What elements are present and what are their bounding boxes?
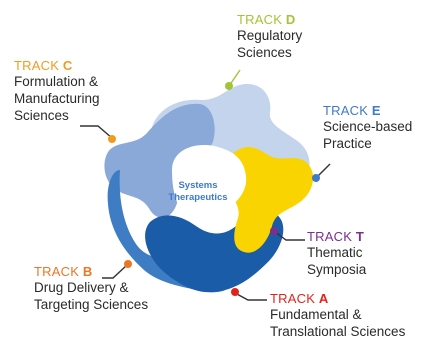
track-t-letter: T xyxy=(355,229,365,244)
center-label-line1: Systems xyxy=(178,180,218,191)
track-a-letter: A xyxy=(318,291,329,306)
track-a-keyword: TRACK xyxy=(270,291,316,306)
track-b-keyword: TRACK xyxy=(34,264,80,279)
connector-dot-t xyxy=(270,227,278,235)
connector-line-c xyxy=(80,125,113,139)
track-t-heading: TRACK T xyxy=(307,229,366,245)
center-label: Systems Therapeutics xyxy=(156,180,240,204)
track-a-heading: TRACK A xyxy=(270,291,405,307)
track-c-keyword: TRACK xyxy=(14,58,60,73)
track-a-name-line1: Fundamental & xyxy=(270,307,362,323)
connector-dot-a xyxy=(231,288,239,296)
track-d-name-line2: Sciences xyxy=(237,45,292,61)
connector-line-t xyxy=(273,230,305,241)
inner-hole xyxy=(172,145,247,222)
track-e-name-line1: Science-based xyxy=(323,119,413,135)
center-label-line2: Therapeutics xyxy=(168,191,228,203)
central-blob-shape xyxy=(104,84,314,293)
track-t-label: TRACK T Thematic Symposia xyxy=(307,229,366,279)
track-c-label: TRACK C Formulation & Manufacturing Scie… xyxy=(14,58,100,125)
track-t-keyword: TRACK xyxy=(307,229,353,244)
track-e-heading: TRACK E xyxy=(323,103,412,119)
track-e-letter: E xyxy=(371,103,381,118)
track-b-letter: B xyxy=(82,264,93,279)
track-d-letter: D xyxy=(285,12,296,27)
track-a-label: TRACK A Fundamental & Translational Scie… xyxy=(270,291,405,341)
track-c-name-line2: Manufacturing xyxy=(14,91,100,107)
track-e-label: TRACK E Science-based Practice xyxy=(323,103,412,153)
track-b-heading: TRACK B xyxy=(34,264,148,280)
connector-line-a xyxy=(234,292,267,301)
track-d-keyword: TRACK xyxy=(237,12,283,27)
track-c-heading: TRACK C xyxy=(14,58,100,74)
track-d-heading: TRACK D xyxy=(237,12,302,28)
connector-line-b xyxy=(102,264,128,279)
track-t-name-line1: Thematic xyxy=(307,245,363,261)
connector-dot-b xyxy=(124,260,132,268)
track-d-name-line1: Regulatory xyxy=(237,28,303,44)
track-b-label: TRACK B Drug Delivery & Targeting Scienc… xyxy=(34,264,148,314)
track-c-letter: C xyxy=(62,58,73,73)
track-c-name-line3: Sciences xyxy=(14,108,69,123)
track-c-name-line1: Formulation & xyxy=(14,74,99,90)
connectors xyxy=(80,69,331,301)
mid-blue-lobe xyxy=(104,103,215,218)
connector-dot-e xyxy=(312,174,320,182)
track-d-label: TRACK D Regulatory Sciences xyxy=(237,12,302,62)
yellow-lobe xyxy=(227,146,314,253)
track-b-name-line2: Targeting Sciences xyxy=(34,297,149,313)
connector-dot-d xyxy=(225,82,233,90)
track-e-name-line2: Practice xyxy=(323,136,372,152)
track-b-name-line1: Drug Delivery & xyxy=(34,280,129,296)
track-t-name-line2: Symposia xyxy=(307,262,367,278)
track-e-keyword: TRACK xyxy=(323,103,369,118)
connector-dot-c xyxy=(108,135,116,143)
track-a-name-line2: Translational Sciences xyxy=(270,324,406,340)
